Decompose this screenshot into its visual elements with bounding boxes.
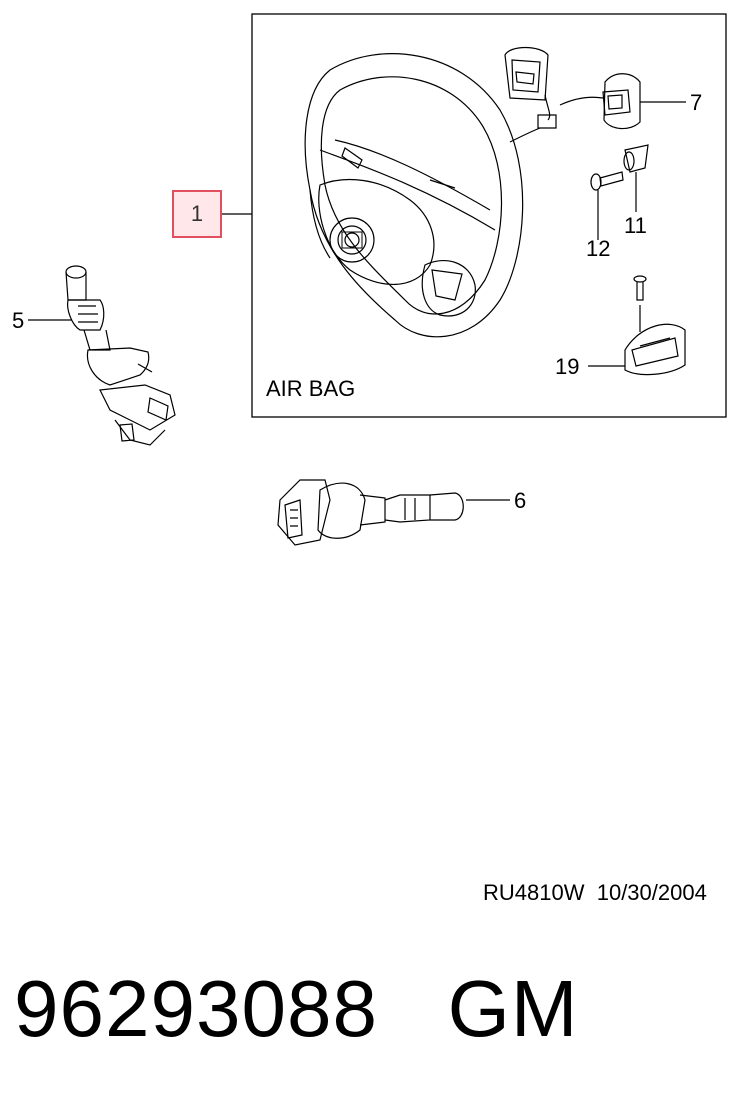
brand-name: GM [447, 964, 579, 1053]
screw-19-drawing [633, 275, 647, 332]
wheel-switch-right-drawing [559, 73, 686, 130]
callout-1-highlighted[interactable]: 1 [172, 190, 222, 238]
screw-12-drawing [590, 171, 624, 240]
steering-wheel-drawing [304, 53, 524, 338]
stalk-switch-5-drawing [28, 265, 176, 446]
part-number: 96293088 [14, 964, 378, 1053]
callout-7-label: 7 [690, 90, 703, 115]
callout-12-label: 12 [586, 236, 611, 261]
callout-19-label: 19 [555, 354, 580, 379]
part-number-footer: 96293088 GM [14, 963, 579, 1055]
callout-5-label: 5 [12, 308, 25, 333]
wheel-switch-19-drawing [588, 323, 686, 376]
wheel-switch-upper-drawing [504, 46, 557, 143]
drawing-reference: RU4810W 10/30/2004 [483, 880, 707, 906]
stalk-switch-6-drawing [277, 479, 510, 546]
callout-1-label: 1 [190, 201, 204, 226]
steering-wheel-group-frame [251, 13, 727, 418]
drawing-date: 10/30/2004 [596, 880, 707, 905]
callout-11-label: 11 [624, 213, 647, 238]
air-bag-label: AIR BAG [266, 376, 356, 401]
callout-6-label: 6 [514, 488, 527, 513]
drawing-code: RU4810W [483, 880, 585, 905]
nut-11-drawing [623, 144, 649, 212]
